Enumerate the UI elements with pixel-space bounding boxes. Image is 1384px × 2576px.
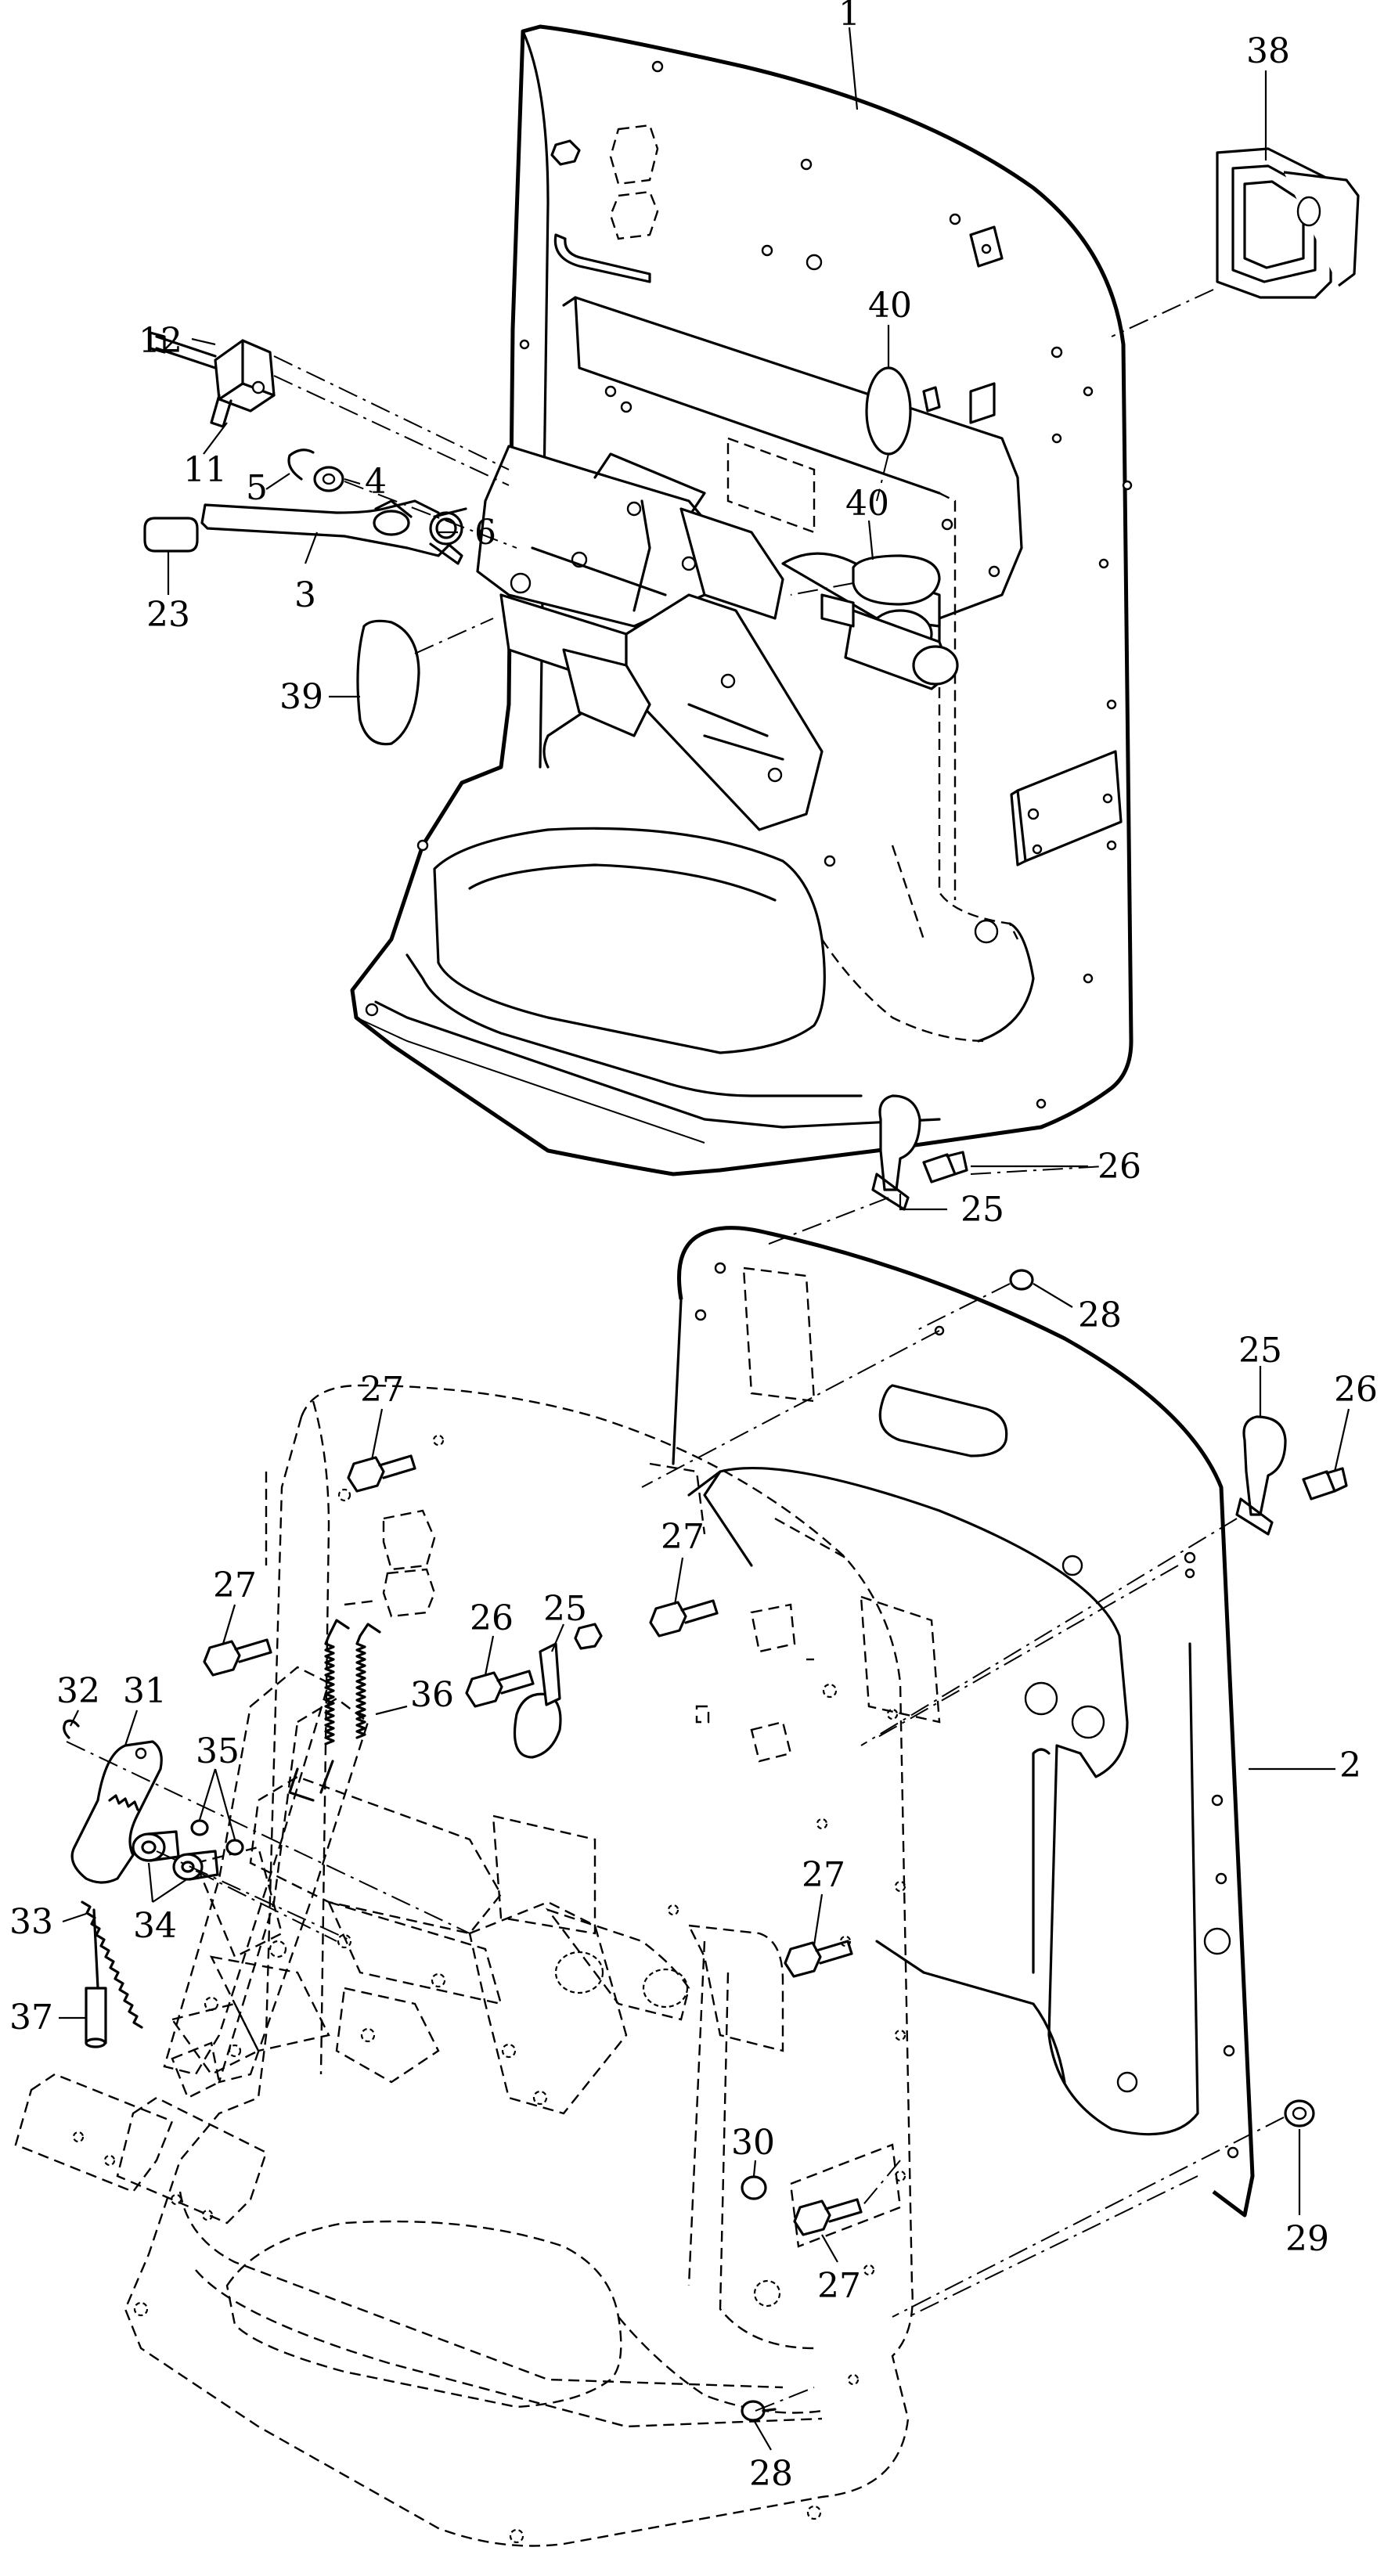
lower-panel-part-2: [672, 1226, 1255, 2218]
clip-part-32: [63, 1719, 80, 1739]
bolt-part-27-a: [347, 1454, 416, 1493]
clip-part-5: [287, 449, 315, 481]
grommet-part-38: [1216, 147, 1360, 299]
callout-labels: 1 2 3 4 5 6 11 12 23 25 25 25 26 26 26 2…: [9, 0, 1378, 2494]
callout-40-lower: 40: [845, 484, 889, 524]
callout-34: 34: [133, 1906, 177, 1946]
callout-33: 33: [9, 1902, 53, 1942]
leader-lines: [59, 27, 1350, 2451]
spacers-part-34: [132, 1830, 219, 1881]
lower-assembly-phantom: [14, 1384, 914, 2547]
clamp-part-25-right: [1235, 1415, 1287, 1536]
bolt-part-26-upper: [922, 1151, 968, 1184]
callout-28-lower: 28: [749, 2454, 793, 2494]
bolt-part-27-b: [203, 1638, 272, 1677]
switch-part-11-12: [149, 331, 276, 428]
bolt-part-27-e: [793, 2198, 863, 2236]
washer-part-35-b: [225, 1839, 244, 1856]
callout-40-upper: 40: [868, 286, 912, 326]
callout-32: 32: [56, 1671, 100, 1711]
callout-37: 37: [9, 1998, 53, 2037]
callout-26-upper: 26: [1097, 1147, 1141, 1187]
callout-26-right: 26: [1334, 1370, 1378, 1410]
plug-part-40-upper: [865, 366, 912, 456]
pad-part-23: [143, 517, 199, 553]
callout-35: 35: [196, 1731, 240, 1771]
washer-part-4-hole: [322, 473, 336, 485]
callout-25-center: 25: [543, 1589, 587, 1629]
plug-part-40-lower: [852, 554, 941, 606]
bolt-part-26-right: [1302, 1467, 1348, 1501]
callout-27-d: 27: [802, 1855, 845, 1895]
clamp-part-25-upper: [871, 1094, 921, 1211]
upper-seat-mechanism: [476, 445, 959, 831]
callout-31: 31: [123, 1671, 167, 1711]
spring-part-6: [429, 507, 467, 546]
callout-39: 39: [279, 677, 323, 717]
callout-27-a: 27: [360, 1370, 404, 1410]
callout-12: 12: [139, 321, 182, 361]
bolt-part-27-c: [649, 1599, 719, 1637]
callout-25-right: 25: [1238, 1331, 1282, 1371]
callout-1: 1: [838, 0, 860, 34]
washer-part-29-hole: [1292, 2106, 1307, 2120]
plug-part-28-lower: [741, 2400, 777, 2422]
callout-38: 38: [1246, 31, 1290, 71]
washer-part-35-a: [190, 1819, 209, 1836]
callout-27-b: 27: [213, 1565, 257, 1605]
callout-5: 5: [246, 468, 268, 508]
callout-26-center: 26: [470, 1598, 514, 1638]
callout-6: 6: [474, 513, 496, 553]
callout-27-e: 27: [817, 2266, 861, 2306]
bolt-part-26-center: [465, 1670, 535, 1708]
callout-29: 29: [1285, 2219, 1329, 2259]
pin-part-37: [85, 1908, 107, 2048]
assembly-centerlines: [66, 289, 1285, 2412]
callout-3: 3: [294, 575, 316, 615]
plug-part-39: [356, 619, 420, 746]
plug-part-30: [741, 2175, 767, 2200]
bolt-part-27-d: [784, 1940, 853, 1978]
spring-part-33: [81, 1900, 143, 2029]
springs-part-36: [288, 1619, 381, 1802]
lever-part-3: [200, 499, 463, 565]
callout-2: 2: [1339, 1746, 1361, 1785]
callout-11: 11: [183, 450, 227, 490]
callout-25-upper: 25: [961, 1190, 1004, 1230]
callout-27-c: 27: [661, 1517, 705, 1557]
callout-36: 36: [410, 1675, 454, 1715]
callout-28-upper: 28: [1078, 1295, 1122, 1335]
upper-panel-part-1: [350, 24, 1134, 1176]
callout-30: 30: [731, 2123, 775, 2163]
callout-4: 4: [365, 462, 387, 502]
clamp-part-25-center: [513, 1623, 603, 1759]
callout-23: 23: [146, 595, 190, 635]
plug-part-28-upper: [1009, 1269, 1034, 1291]
